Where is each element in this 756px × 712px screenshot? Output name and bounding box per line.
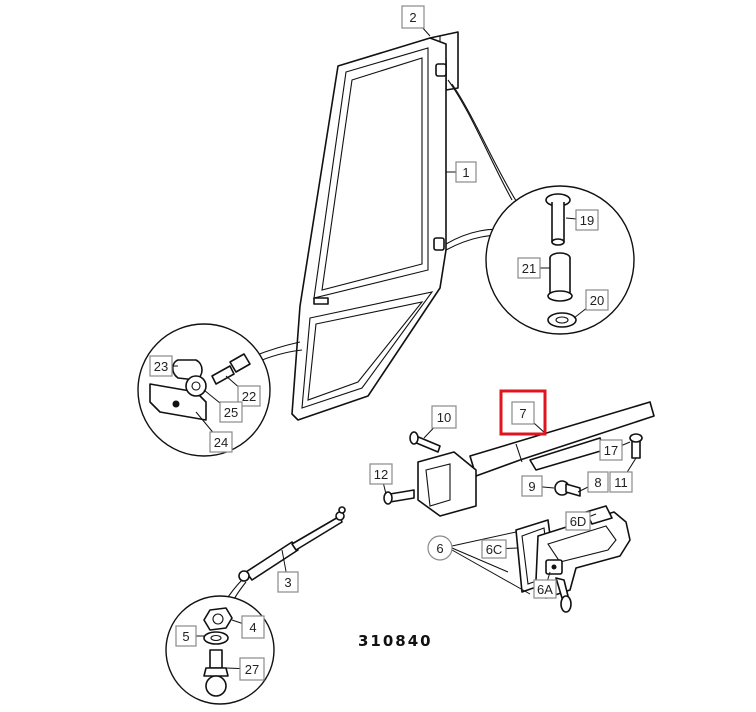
- label-box: [239, 657, 265, 681]
- label-box: [427, 535, 453, 561]
- part-label-4[interactable]: 4: [231, 615, 265, 639]
- label-text: 2: [409, 10, 416, 25]
- drawing-reference-number: 310840: [358, 632, 433, 650]
- label-box: [575, 209, 599, 231]
- part-label-10[interactable]: 10: [423, 405, 457, 439]
- label-box: [521, 475, 543, 497]
- label-text: 6: [436, 541, 443, 556]
- label-box: [219, 401, 243, 423]
- label-text: 8: [594, 475, 601, 490]
- label-box: [209, 431, 233, 453]
- label-text: 10: [437, 410, 451, 425]
- part-label-9[interactable]: 9: [521, 475, 555, 497]
- gas-strut[interactable]: [238, 506, 346, 582]
- door-frame[interactable]: [291, 31, 459, 421]
- label-box: [517, 257, 541, 279]
- label-box: [533, 579, 557, 599]
- part-label-11[interactable]: 11: [609, 457, 637, 493]
- label-text: 24: [214, 435, 228, 450]
- label-box: [481, 539, 507, 559]
- part-label-22[interactable]: 22: [225, 375, 261, 407]
- door-handle-slot: [313, 297, 329, 305]
- label-box: [585, 289, 609, 311]
- part-label-5[interactable]: 5: [175, 625, 204, 647]
- part-label-20[interactable]: 20: [573, 289, 609, 319]
- part-label-6[interactable]: 6: [427, 535, 453, 561]
- part-label-7[interactable]: 7: [511, 401, 547, 435]
- label-text: 20: [590, 293, 604, 308]
- part-label-23[interactable]: 23: [149, 355, 178, 377]
- part-label-6A[interactable]: 6A: [533, 571, 557, 599]
- label-text: 6A: [537, 582, 553, 597]
- label-box: [401, 5, 425, 29]
- part-label-6C[interactable]: 6C: [481, 539, 519, 559]
- label-text: 21: [522, 261, 536, 276]
- upper-hinge: [435, 63, 447, 77]
- label-box: [237, 385, 261, 407]
- label-box: [175, 625, 197, 647]
- label-text: 9: [528, 479, 535, 494]
- part-label-8[interactable]: 8: [577, 471, 609, 493]
- label-text: 1: [462, 165, 469, 180]
- label-text: 25: [224, 405, 238, 420]
- label-text: 5: [182, 629, 189, 644]
- label-text: 6C: [486, 542, 503, 557]
- label-box: [587, 471, 609, 493]
- part-label-3[interactable]: 3: [277, 549, 299, 593]
- label-box: [149, 355, 173, 377]
- label-text: 17: [604, 443, 618, 458]
- label-box: [599, 439, 623, 461]
- part-label-12[interactable]: 12: [369, 463, 393, 495]
- label-box: [565, 511, 591, 531]
- part-label-1[interactable]: 1: [446, 161, 477, 183]
- part-label-21[interactable]: 21: [517, 257, 550, 279]
- label-box: [455, 161, 477, 183]
- part-label-17[interactable]: 17: [599, 439, 631, 461]
- part-label-27[interactable]: 27: [225, 657, 265, 681]
- label-box: [369, 463, 393, 485]
- highlight-box: [499, 389, 547, 436]
- part-label-25[interactable]: 25: [203, 389, 243, 423]
- label-box: [431, 405, 457, 429]
- label-text: 22: [242, 389, 256, 404]
- leader-hinge-upper: [447, 79, 513, 201]
- label-box: [609, 471, 633, 493]
- label-text: 6D: [570, 514, 587, 529]
- label-text: 7: [519, 406, 526, 421]
- part-label-2[interactable]: 2: [401, 5, 431, 37]
- label-box: [241, 615, 265, 639]
- part-label-6D[interactable]: 6D: [565, 511, 597, 531]
- label-box: [277, 571, 299, 593]
- label-text: 27: [245, 662, 259, 677]
- label-text: 12: [374, 467, 388, 482]
- hinge-pin-callout[interactable]: [485, 185, 635, 335]
- strut-fastener-callout[interactable]: [165, 595, 275, 705]
- label-text: 11: [614, 475, 628, 490]
- label-text: 3: [284, 575, 291, 590]
- part-label-19[interactable]: 19: [565, 209, 599, 231]
- label-text: 23: [154, 359, 168, 374]
- door-outline: [291, 37, 447, 421]
- label-text: 19: [580, 213, 594, 228]
- label-box: [511, 401, 535, 425]
- stay-arm-assembly[interactable]: [383, 401, 655, 517]
- lower-hinge: [433, 237, 445, 251]
- label-text: 4: [249, 620, 256, 635]
- part-label-24[interactable]: 24: [195, 411, 233, 453]
